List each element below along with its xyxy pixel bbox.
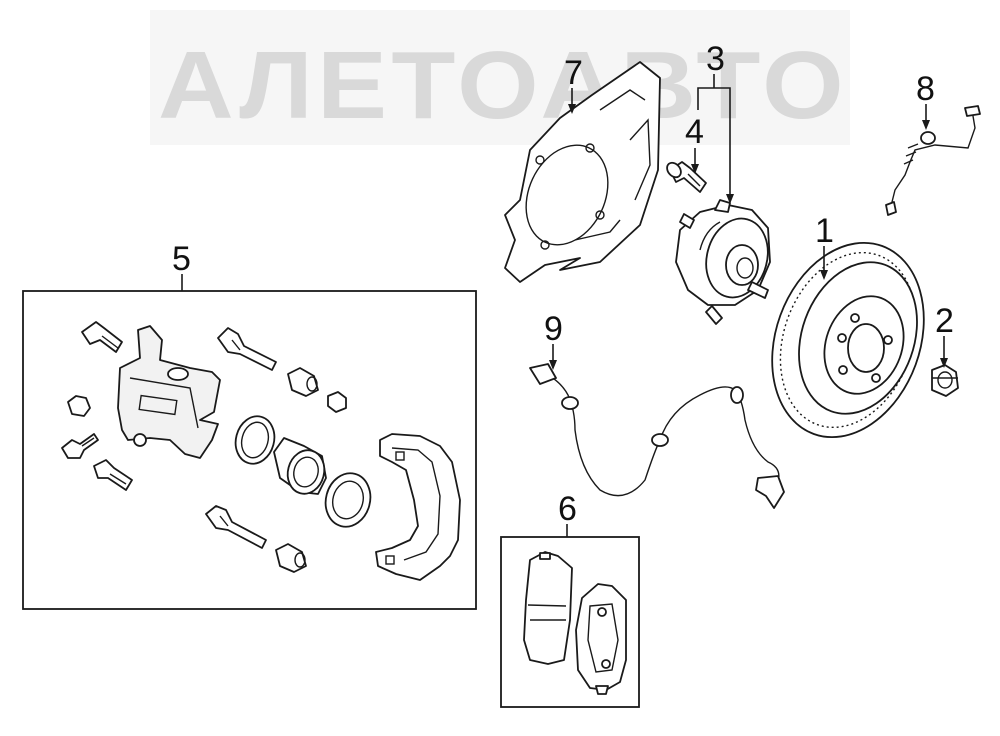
callout-label: 7 — [564, 54, 583, 92]
callout-label: 1 — [815, 212, 834, 250]
hub-bearing-icon[interactable] — [675, 199, 776, 325]
callout-label: 3 — [706, 40, 725, 78]
brake-pad-outer-icon — [575, 583, 627, 695]
hub-bolt-icon[interactable] — [664, 160, 707, 193]
piston-icon — [273, 437, 327, 495]
small-nut-icon — [327, 391, 347, 413]
callout-2: 2 — [935, 302, 954, 368]
callout-label: 6 — [558, 490, 577, 528]
callout-3: 3 — [697, 40, 734, 204]
callout-9: 9 — [544, 310, 563, 370]
callout-5: 5 — [172, 240, 191, 291]
splash-shield-icon[interactable] — [504, 61, 661, 283]
pin-boot-upper-icon — [287, 367, 319, 397]
brake-pads-icon[interactable] — [500, 536, 640, 708]
brake-hose-icon[interactable] — [885, 105, 981, 216]
callout-6: 6 — [558, 490, 577, 537]
callout-4: 4 — [685, 113, 704, 174]
pin-boot-lower-icon — [275, 543, 307, 573]
watermark-text: АЛЕТОАВТО — [158, 32, 848, 139]
callout-label: 5 — [172, 240, 191, 278]
bleeder-screw-icon — [61, 433, 99, 459]
callout-label: 8 — [916, 70, 935, 108]
guide-pin-lower-icon — [205, 505, 267, 549]
caliper-kit-icon[interactable] — [22, 290, 477, 610]
caliper-bracket-icon — [375, 433, 461, 581]
caliper-housing-icon — [117, 325, 221, 459]
hub-nut-icon[interactable] — [931, 364, 959, 397]
bleeder-cap-icon — [67, 395, 91, 417]
brake-disc-icon[interactable] — [746, 221, 950, 458]
abs-sensor-icon[interactable] — [529, 363, 785, 509]
caliper-bolt-icon — [81, 321, 123, 353]
guide-pin-upper-icon — [217, 327, 277, 371]
piston-seal-icon — [234, 415, 276, 465]
callout-7: 7 — [564, 54, 583, 114]
callout-8: 8 — [916, 70, 935, 130]
callout-label: 9 — [544, 310, 563, 348]
caliper-bolt-lower-icon — [93, 459, 133, 491]
brake-pad-inner-icon — [523, 551, 573, 665]
callout-1: 1 — [815, 212, 834, 280]
watermark: АЛЕТОАВТО — [150, 10, 850, 145]
piston-boot-icon — [324, 472, 372, 528]
callout-label: 4 — [685, 113, 704, 151]
callout-label: 2 — [935, 302, 954, 340]
